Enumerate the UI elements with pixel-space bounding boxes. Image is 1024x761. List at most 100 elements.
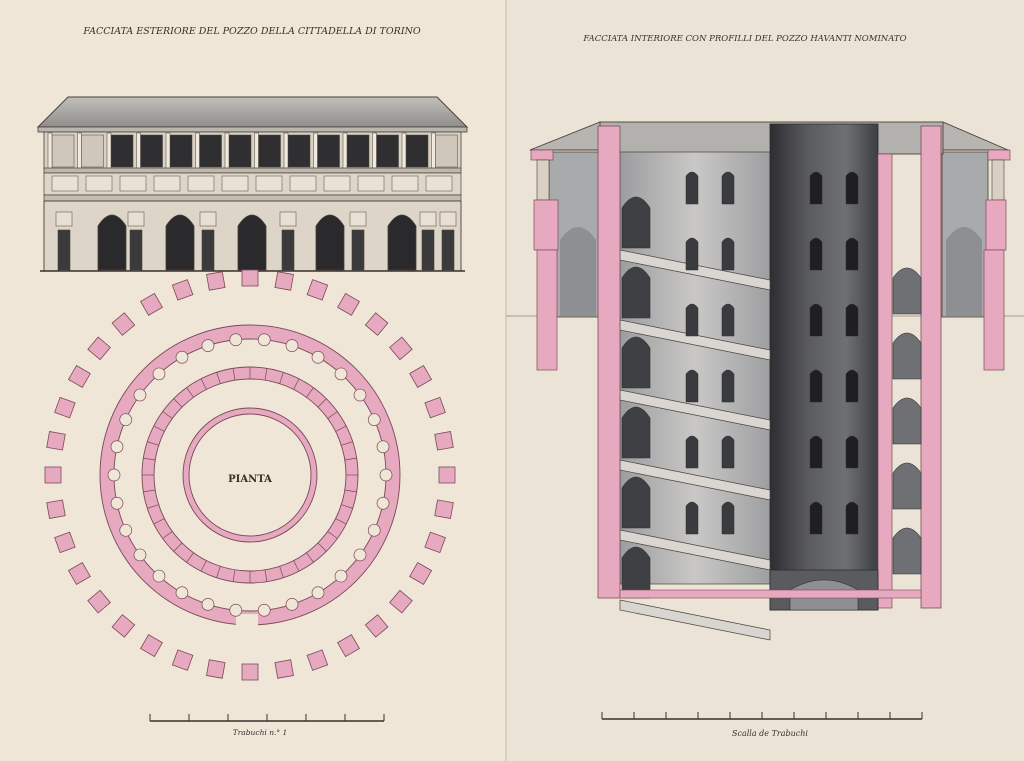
ground-arch: [97, 214, 127, 271]
plan-niche: [379, 468, 393, 482]
shaft-window: [845, 303, 859, 337]
band-panel: [51, 175, 79, 192]
plan-pier: [337, 634, 360, 658]
plan-niche: [133, 388, 147, 402]
outer-piers: [44, 269, 456, 681]
ground-panel: [127, 211, 145, 227]
shaft-window: [809, 237, 823, 271]
loggia-column: [372, 132, 377, 170]
plan-niche: [334, 569, 348, 583]
ground-door: [201, 229, 215, 271]
loggia-column: [106, 132, 112, 170]
ring-tick: [317, 398, 327, 408]
ring-tick: [200, 378, 207, 390]
loggia-bay: [376, 134, 399, 168]
ring-tick: [264, 569, 268, 582]
band-panel: [357, 175, 385, 192]
plan-pier: [274, 659, 294, 679]
ring-tick: [143, 489, 156, 493]
loggia-column: [342, 132, 348, 170]
ground-panel: [55, 211, 73, 227]
plan-pier: [206, 659, 226, 679]
ring-tick: [153, 425, 165, 432]
plan-niche: [107, 468, 121, 482]
ground-door: [421, 229, 435, 271]
ring-tick: [306, 552, 314, 563]
loggia-bay: [199, 134, 222, 168]
loggia-bay: [81, 134, 104, 168]
plan-pier: [87, 336, 111, 361]
ring-tick: [153, 518, 165, 525]
loggia-column: [401, 132, 407, 170]
plan-pier: [140, 634, 163, 658]
interior-section: [529, 121, 1011, 641]
loggia-column: [254, 132, 259, 170]
ring-tick: [147, 504, 159, 509]
ring-tick: [143, 457, 156, 461]
ring-tick: [232, 368, 236, 381]
plan-niche: [110, 496, 124, 510]
shaft-windows: [685, 171, 859, 535]
plan-pier: [364, 614, 389, 638]
gallery-arch: [621, 476, 651, 529]
plan-niche: [367, 523, 381, 537]
plan-pier: [434, 431, 454, 451]
ring-tick: [335, 425, 347, 432]
shaft-window: [845, 501, 859, 535]
loggia-column: [136, 132, 141, 170]
plan-pier: [171, 649, 194, 671]
plan-pier: [241, 663, 259, 681]
ring-tick: [327, 411, 338, 419]
loggia-openings: [47, 132, 458, 170]
band-panel: [85, 175, 113, 192]
plan-niche: [119, 413, 133, 427]
shaft-window: [685, 369, 699, 403]
plan-niche: [201, 597, 215, 611]
loggia-bay: [169, 134, 193, 168]
band-panel: [255, 175, 283, 192]
plan-pier: [337, 292, 360, 316]
loggia-column: [224, 132, 230, 170]
ground-door: [281, 229, 295, 271]
plan-niche: [152, 569, 166, 583]
gallery-arch: [621, 546, 651, 599]
ring-tick: [200, 560, 207, 572]
plan-pier: [44, 466, 62, 484]
left-scale-caption: Trabuchi n.° 1: [233, 728, 288, 737]
plan-pier: [46, 431, 66, 451]
ground-door: [441, 229, 455, 271]
ring-tick: [162, 531, 173, 539]
ring-tick: [344, 457, 357, 461]
loggia-column: [313, 132, 318, 170]
loggia-bay: [346, 134, 370, 168]
plan-pier: [54, 396, 76, 419]
ground-panel: [439, 211, 457, 227]
ring-tick: [147, 441, 159, 446]
loggia-bay: [258, 134, 281, 168]
ring-tick: [173, 398, 183, 408]
ring-tick: [173, 542, 183, 552]
shaft-window: [685, 171, 699, 205]
wall-niche: [892, 527, 922, 575]
plan-niche: [175, 586, 189, 600]
plan-niche: [334, 367, 348, 381]
right-scale-bar: Scalla de Trabuchi: [601, 712, 923, 738]
ring-tick: [344, 489, 357, 493]
plan-pier: [409, 562, 433, 585]
ground-panel: [279, 211, 297, 227]
plan-pier: [364, 312, 389, 336]
loggia-bay: [140, 134, 163, 168]
plan-niche: [152, 367, 166, 381]
plan-pier: [389, 589, 413, 614]
plan-pier: [46, 499, 66, 519]
ground-door: [129, 229, 143, 271]
loggia-bay: [435, 134, 458, 168]
left-panel: FACCIATA ESTERIORE DEL POZZO DELLA CITTA…: [36, 26, 469, 737]
shaft-window: [845, 435, 859, 469]
loggia-column: [47, 132, 53, 170]
band-panel: [153, 175, 181, 192]
shaft-window: [809, 303, 823, 337]
loggia-bay: [228, 134, 252, 168]
wall-niche: [892, 332, 922, 380]
